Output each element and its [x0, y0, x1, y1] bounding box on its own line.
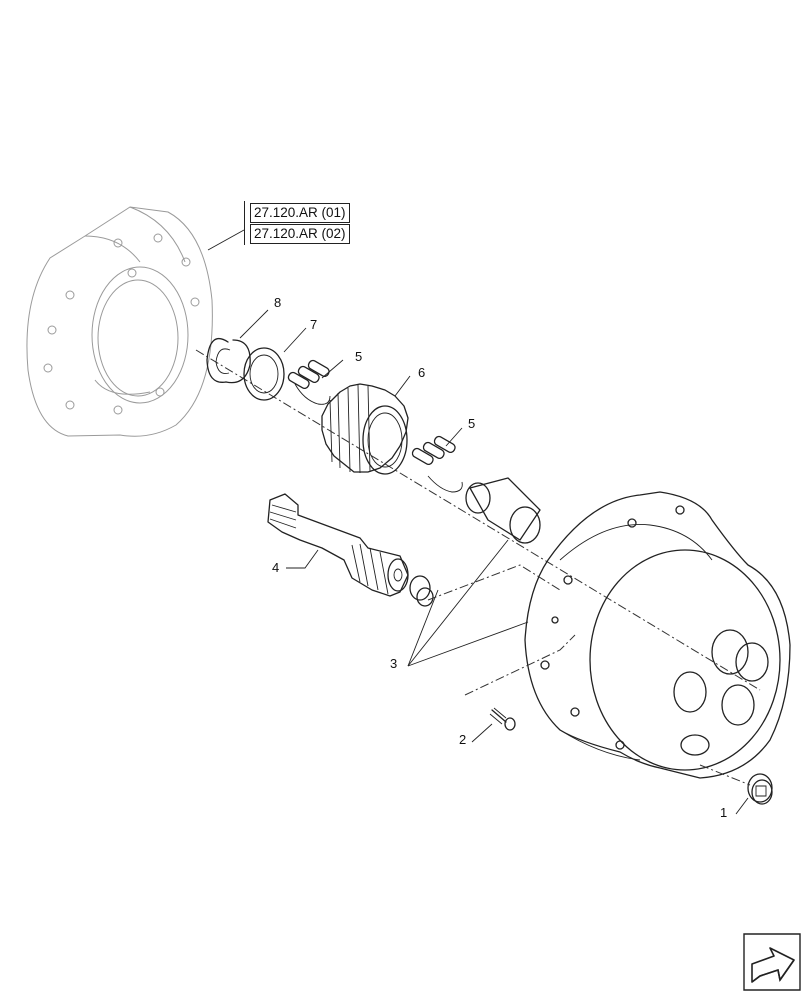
- next-page-arrow-icon[interactable]: [740, 930, 804, 994]
- callout-7: 7: [310, 317, 317, 332]
- reference-bracket: [244, 201, 245, 245]
- callout-3: 3: [390, 656, 397, 671]
- part-5-needle-bearing-upper: [287, 359, 331, 405]
- callout-8: 8: [274, 295, 281, 310]
- callout-4: 4: [272, 560, 279, 575]
- callout-5-upper: 5: [355, 349, 362, 364]
- guide-line-2: [464, 634, 576, 696]
- callout-6: 6: [418, 365, 425, 380]
- planet-pin: [465, 477, 541, 544]
- callout-2: 2: [459, 732, 466, 747]
- reference-leader: [207, 229, 245, 251]
- callout-5-lower: 5: [468, 416, 475, 431]
- reference-link-27-120-ar-01[interactable]: 27.120.AR (01): [250, 203, 350, 223]
- part-6-planet-gear: [321, 383, 409, 475]
- part-2-screw: [489, 707, 516, 731]
- planet-carrier-housing: [524, 491, 791, 779]
- leader-lines: [239, 309, 749, 815]
- ghost-flange-housing: [26, 206, 213, 437]
- guide-line-3: [427, 564, 561, 601]
- reference-link-27-120-ar-02[interactable]: 27.120.AR (02): [250, 224, 350, 244]
- part-8-retaining-ring: [206, 337, 251, 384]
- guide-line-1: [699, 764, 751, 786]
- part-7-thrust-washer: [243, 347, 285, 401]
- assembly-axis-line: [195, 349, 761, 691]
- callout-1: 1: [720, 805, 727, 820]
- thrust-button: [409, 575, 434, 607]
- part-5-needle-bearing-lower: [411, 435, 463, 493]
- part-1-drain-plug: [747, 773, 773, 805]
- part-4-sun-gear-shaft: [267, 493, 409, 597]
